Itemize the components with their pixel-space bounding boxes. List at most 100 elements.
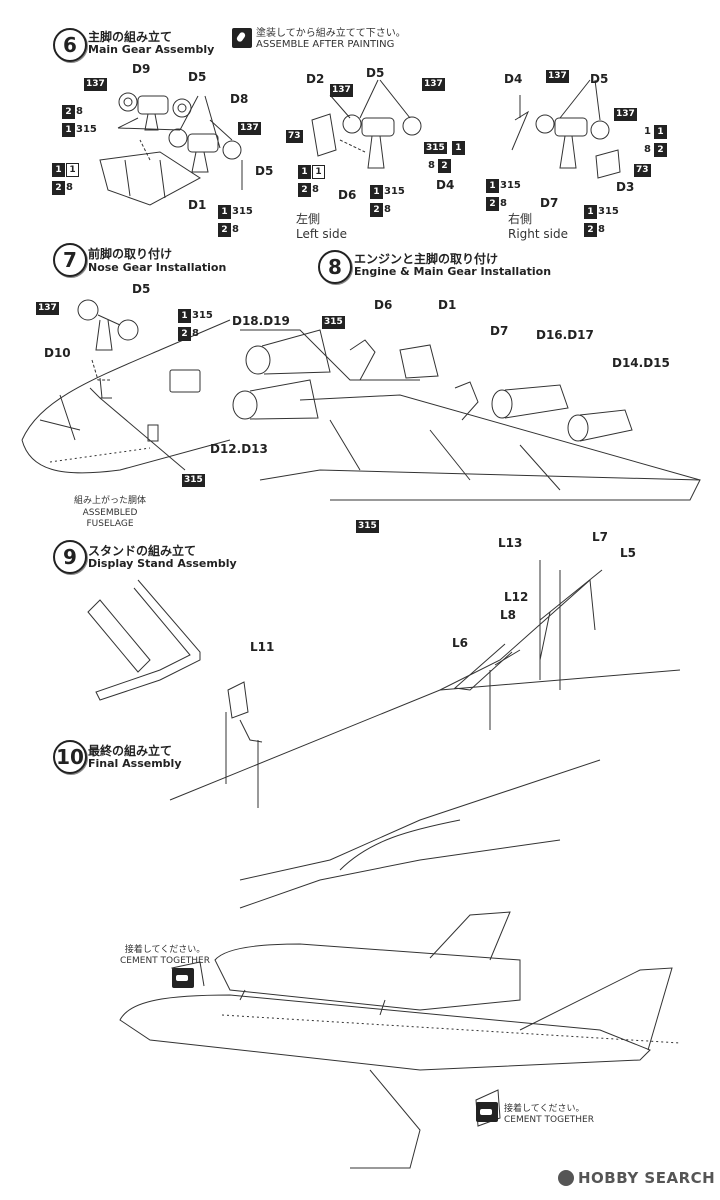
color-code-badge: 137 (36, 302, 59, 315)
main-gear-left-side-drawing (311, 79, 422, 169)
color-chip: 2 (178, 327, 191, 341)
step-9-number: 9 (53, 540, 87, 574)
color-code-badge: 73 (634, 164, 651, 177)
color-number: 8 (384, 204, 391, 215)
part-label-d1: D1 (188, 198, 207, 212)
color-chip: 1 (178, 309, 191, 323)
color-number: 8 (500, 198, 507, 209)
left-side-label-en: Left side (296, 227, 347, 241)
color-code-badge: 73 (286, 130, 303, 143)
step-6-title-jp: 主脚の組み立て (88, 30, 173, 44)
color-code-badge: 137 (614, 108, 637, 121)
paint-note-jp: 塗装してから組み立てて下さい。 (256, 28, 406, 39)
part-label-l11: L11 (250, 640, 275, 654)
step-8-title-jp: エンジンと主脚の取り付け (354, 252, 499, 266)
right-side-label-jp: 右側 (508, 212, 533, 226)
glue-tube-icon (476, 1102, 498, 1122)
color-chip: 1 (486, 179, 499, 193)
step-8-number: 8 (318, 250, 352, 284)
color-number: 315 (192, 310, 213, 321)
color-chip: 2 (52, 181, 65, 195)
color-code-badge: 137 (330, 84, 353, 97)
color-number: 8 (428, 160, 435, 171)
color-number: 315 (232, 206, 253, 217)
part-label-d5: D5 (188, 70, 207, 84)
part-label-d6: D6 (374, 298, 393, 312)
step-8-title-en: Engine & Main Gear Installation (354, 265, 552, 278)
part-label-d4: D4 (436, 178, 455, 192)
paint-note-en: ASSEMBLE AFTER PAINTING (256, 39, 395, 50)
color-code-badge: 137 (238, 122, 261, 135)
color-code-badge: 137 (84, 78, 107, 91)
color-chip: 1 (218, 205, 231, 219)
glue-tube-icon (172, 968, 194, 988)
part-label-l12: L12 (504, 590, 529, 604)
color-code-badge: 137 (422, 78, 445, 91)
cement-note-jp: 接着してください。 (124, 945, 206, 955)
part-label-d5: D5 (132, 282, 151, 296)
part-label-l5: L5 (620, 546, 636, 560)
part-label-d6: D6 (338, 188, 357, 202)
main-gear-right-side-drawing (511, 79, 621, 179)
paint-brush-icon (232, 28, 252, 48)
step-7-title-en: Nose Gear Installation (88, 261, 227, 274)
color-chip: 1 (298, 165, 311, 179)
color-chip: 1 (66, 163, 79, 177)
main-gear-left-drawing (99, 92, 243, 206)
color-number: 1 (644, 126, 651, 137)
watermark-brand: HOBBY SEARCH (578, 1169, 716, 1187)
color-chip: 2 (298, 183, 311, 197)
color-chip: 1 (370, 185, 383, 199)
part-label-d14-d15: D14.D15 (612, 356, 670, 370)
color-chip: 1 (653, 125, 667, 139)
step-7-title-jp: 前脚の取り付け (88, 247, 173, 261)
color-number: 8 (644, 144, 651, 155)
color-number: 8 (66, 182, 73, 193)
color-mix-chips: 315 1 (424, 138, 466, 155)
nose-gear-drawing (77, 299, 139, 399)
step-7-number: 7 (53, 243, 87, 277)
color-number: 8 (598, 224, 605, 235)
step-6-title-en: Main Gear Assembly (88, 43, 215, 56)
part-label-d2: D2 (306, 72, 325, 86)
color-number: 315 (598, 206, 619, 217)
step-9-title-en: Display Stand Assembly (88, 557, 237, 570)
color-chip: 2 (653, 143, 667, 157)
assembled-fuselage-drawing (21, 319, 231, 474)
step-9-title-jp: スタンドの組み立て (88, 544, 197, 558)
part-label-d9: D9 (132, 62, 151, 76)
hobbysearch-logo-icon (558, 1170, 574, 1186)
color-chip: 2 (584, 223, 597, 237)
color-number: 8 (232, 224, 239, 235)
part-label-d7: D7 (490, 324, 509, 338)
color-chip: 1 (451, 141, 465, 155)
step-10-title-en: Final Assembly (88, 757, 182, 770)
part-label-d4: D4 (504, 72, 523, 86)
part-label-l8: L8 (500, 608, 516, 622)
final-assembly-drawing (169, 560, 681, 909)
color-chip: 1 (584, 205, 597, 219)
part-label-d5: D5 (590, 72, 609, 86)
color-chip: 1 (52, 163, 65, 177)
part-label-d10: D10 (44, 346, 71, 360)
part-label-d3: D3 (616, 180, 635, 194)
left-side-label-jp: 左側 (296, 212, 321, 226)
fuselage-note-jp: 組み上がった胴体 (73, 496, 146, 506)
color-chip: 2 (486, 197, 499, 211)
right-side-label-en: Right side (508, 227, 568, 241)
